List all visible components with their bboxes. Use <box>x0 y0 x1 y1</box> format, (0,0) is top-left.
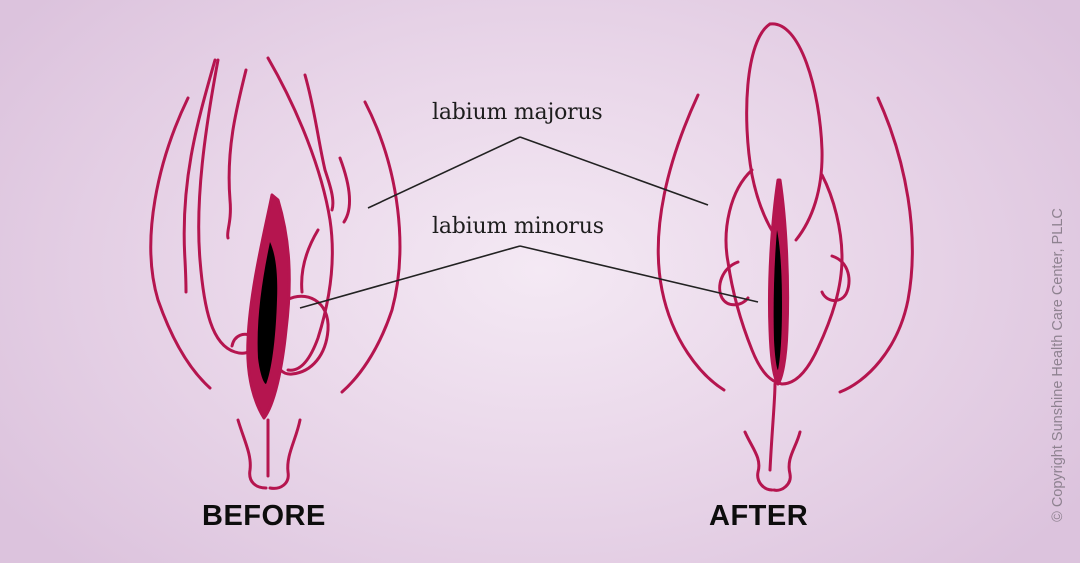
caption-before: BEFORE <box>202 500 326 532</box>
leader-minorus-before <box>299 245 521 309</box>
before-majorus-left <box>197 58 258 355</box>
before-majorus-right <box>266 56 334 372</box>
after-outer-left-contour <box>656 93 726 392</box>
before-strand-left-b <box>226 68 248 240</box>
before-illustration <box>149 56 402 490</box>
after-majorus-outline <box>724 168 844 386</box>
label-labium-majorus: labium majorus <box>432 100 603 125</box>
leader-minorus-after <box>519 245 759 303</box>
before-strand-left-a <box>182 58 217 294</box>
before-strand-right-b <box>338 156 352 224</box>
before-minorus-right-inner <box>300 228 320 294</box>
after-outer-right-contour <box>838 96 914 394</box>
after-minorus-right-lobe <box>820 254 851 302</box>
after-stem-right <box>772 430 802 492</box>
before-opening <box>257 242 278 384</box>
after-opening <box>773 230 782 370</box>
after-majorus-top <box>745 22 780 242</box>
caption-after: AFTER <box>709 500 809 532</box>
label-labium-minorus: labium minorus <box>432 214 604 239</box>
before-outer-left-contour <box>149 96 212 390</box>
after-stem-mid <box>768 382 777 472</box>
before-stem-right <box>268 418 302 490</box>
after-illustration <box>656 22 914 492</box>
after-stem-left <box>743 430 774 492</box>
leader-majorus-after <box>519 136 709 206</box>
after-minorus-left-lobe <box>718 260 750 307</box>
leader-majorus-before <box>367 136 521 209</box>
before-strand-right-a <box>303 73 335 212</box>
before-outer-right-contour <box>340 100 402 394</box>
before-stem-left <box>236 418 268 490</box>
after-majorus-top-right <box>768 22 824 242</box>
leader-lines <box>299 136 759 309</box>
copyright-notice: © Copyright Sunshine Health Care Center,… <box>1050 208 1066 522</box>
